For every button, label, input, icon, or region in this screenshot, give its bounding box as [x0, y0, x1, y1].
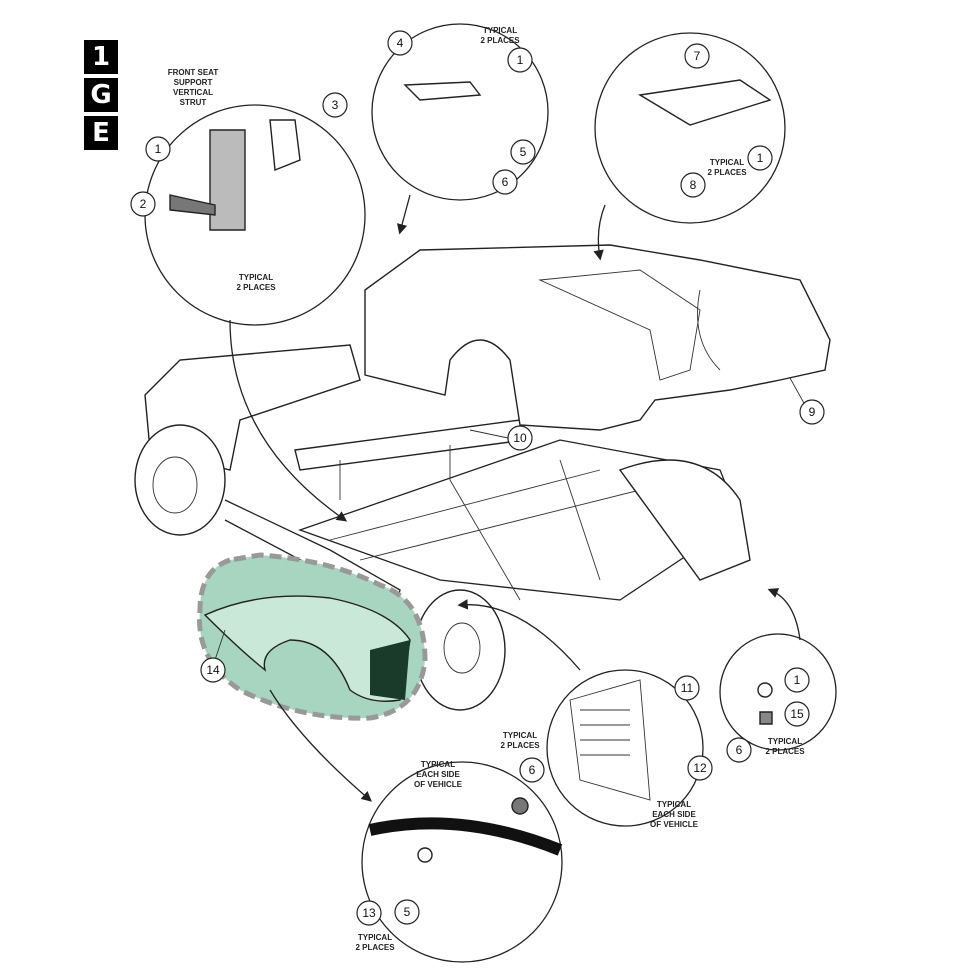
- callout-6: 6: [502, 175, 509, 189]
- svg-text:STRUT: STRUT: [180, 98, 207, 107]
- callout-10: 10: [513, 431, 527, 445]
- detail-circle-fender-mount: [361, 761, 563, 963]
- callout-9: 9: [809, 405, 816, 419]
- svg-text:2 PLACES: 2 PLACES: [355, 943, 395, 952]
- callout-1: 1: [794, 673, 801, 687]
- vehicle-frame: [134, 344, 751, 711]
- svg-text:TYPICAL: TYPICAL: [710, 158, 744, 167]
- callout-13: 13: [362, 906, 376, 920]
- svg-text:FRONT SEAT: FRONT SEAT: [168, 68, 219, 77]
- svg-text:2 PLACES: 2 PLACES: [707, 168, 747, 177]
- callout-5: 5: [404, 905, 411, 919]
- section-badge-e: E: [84, 116, 118, 150]
- svg-text:SUPPORT: SUPPORT: [174, 78, 213, 87]
- svg-text:EACH SIDE: EACH SIDE: [416, 770, 460, 779]
- svg-text:OF VEHICLE: OF VEHICLE: [414, 780, 463, 789]
- highlighted-fender-region: [197, 552, 428, 721]
- callout-12: 12: [693, 761, 707, 775]
- detail-circle-seat-strut: [144, 104, 366, 326]
- svg-text:TYPICAL: TYPICAL: [768, 737, 802, 746]
- callout-6: 6: [736, 743, 743, 757]
- detail-circle-trim-clip: [546, 669, 704, 827]
- note-front-seat-strut: FRONT SEAT SUPPORT VERTICAL STRUT: [168, 68, 219, 107]
- callout-1: 1: [517, 53, 524, 67]
- callout-4: 4: [397, 36, 404, 50]
- callout-7: 7: [694, 49, 701, 63]
- callout-15: 15: [790, 707, 804, 721]
- svg-text:TYPICAL: TYPICAL: [239, 273, 273, 282]
- svg-text:TYPICAL: TYPICAL: [657, 800, 691, 809]
- callout-1: 1: [757, 151, 764, 165]
- svg-text:TYPICAL: TYPICAL: [358, 933, 392, 942]
- callout-5: 5: [520, 145, 527, 159]
- svg-text:2 PLACES: 2 PLACES: [500, 741, 540, 750]
- section-badge-g: G: [84, 78, 118, 112]
- callout-1: 1: [155, 142, 162, 156]
- callout-6: 6: [529, 763, 536, 777]
- rear-body: [364, 244, 831, 431]
- callout-2: 2: [140, 197, 147, 211]
- note-typical-each-side: TYPICAL EACH SIDE OF VEHICLE TYPICAL EAC…: [414, 760, 699, 829]
- svg-text:2 PLACES: 2 PLACES: [480, 36, 520, 45]
- detail-circle-seat-back: [594, 32, 786, 224]
- callout-11: 11: [681, 681, 694, 695]
- svg-text:TYPICAL: TYPICAL: [421, 760, 455, 769]
- svg-text:2 PLACES: 2 PLACES: [765, 747, 805, 756]
- callout-8: 8: [690, 178, 697, 192]
- svg-text:TYPICAL: TYPICAL: [483, 26, 517, 35]
- section-badge-1: 1: [84, 40, 118, 74]
- svg-text:VERTICAL: VERTICAL: [173, 88, 213, 97]
- detail-circle-top-mount: [371, 23, 549, 201]
- callout-14: 14: [206, 663, 220, 677]
- svg-text:OF VEHICLE: OF VEHICLE: [650, 820, 699, 829]
- detail-circle-bolt: [719, 633, 837, 751]
- callout-3: 3: [332, 98, 339, 112]
- svg-text:2 PLACES: 2 PLACES: [236, 283, 276, 292]
- svg-text:TYPICAL: TYPICAL: [503, 731, 537, 740]
- svg-text:EACH SIDE: EACH SIDE: [652, 810, 696, 819]
